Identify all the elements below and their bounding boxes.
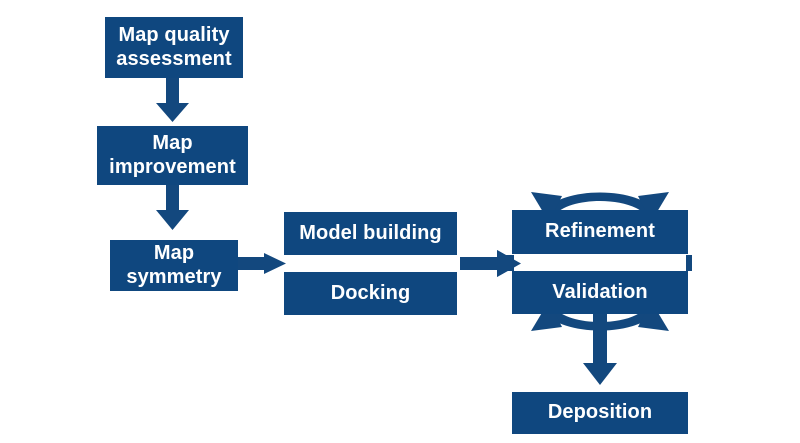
node-label: Map improvement [109, 131, 236, 178]
node-refinement[interactable]: Refinement [512, 210, 688, 254]
node-label: Refinement [545, 220, 655, 243]
node-label: Model building [299, 221, 442, 244]
node-model-building[interactable]: Model building [284, 212, 457, 255]
cycle-bottom-arc-icon [531, 301, 669, 331]
node-label: Map quality assessment [116, 23, 232, 70]
node-label: Validation [552, 280, 648, 303]
node-docking[interactable]: Docking [284, 272, 457, 315]
cycle-top-arc-icon [531, 192, 669, 222]
node-label: Docking [330, 281, 411, 304]
node-deposition[interactable]: Deposition [512, 392, 688, 434]
node-label: Map symmetry [126, 241, 222, 288]
node-validation[interactable]: Validation [512, 271, 688, 314]
node-map-quality-assessment[interactable]: Map quality assessment [105, 17, 243, 78]
node-map-symmetry[interactable]: Map symmetry [110, 240, 238, 291]
node-label: Deposition [547, 401, 653, 424]
node-map-improvement[interactable]: Map improvement [97, 126, 248, 185]
